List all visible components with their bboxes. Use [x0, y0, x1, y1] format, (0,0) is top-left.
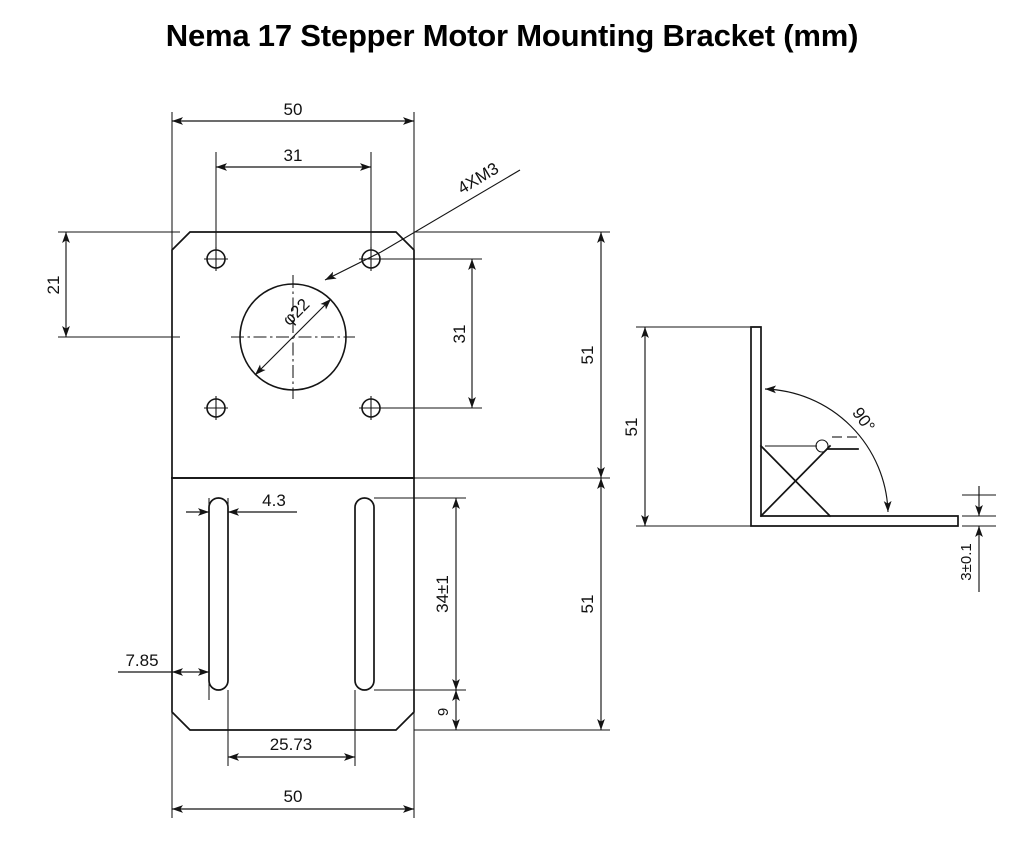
dimension-side-leg-height: 51: [622, 326, 755, 527]
dimension-slot-edge-offset: 7.85: [118, 651, 210, 700]
dimension-label-bore-diameter: φ22: [279, 295, 314, 330]
dimension-upper-plate-height: 51: [414, 231, 610, 479]
dimension-label-lower-plate-height: 51: [578, 595, 597, 614]
dimension-label-overall-width-bottom: 50: [284, 787, 303, 806]
dimension-hole-pattern-width: 31: [215, 146, 372, 250]
side-view-outline: [750, 326, 959, 527]
dimension-lower-plate-height: 51: [414, 478, 610, 731]
page-title: Nema 17 Stepper Motor Mounting Bracket (…: [165, 18, 859, 53]
slot-right: [354, 497, 375, 691]
side-view-gusset-marks: [759, 444, 832, 518]
dimension-top-edge-to-center: 21: [44, 231, 180, 338]
dimension-label-material-thickness: 3±0.1: [958, 543, 975, 580]
angle-vertex-symbol: [765, 436, 859, 453]
dimension-label-hole-pattern-width: 31: [284, 146, 303, 165]
callout-thread-4xm3: 4XM3: [324, 159, 521, 281]
dimension-label-top-edge-to-center: 21: [44, 276, 63, 295]
dimension-label-bend-angle: 90°: [848, 404, 878, 436]
dimension-overall-width-bottom: 50: [171, 712, 415, 818]
dimension-label-slot-width: 4.3: [262, 491, 286, 510]
dimension-slot-length: 34±1: [374, 497, 466, 691]
dimension-label-side-leg-height: 51: [622, 418, 641, 437]
mounting-hole-top-left: [204, 247, 228, 271]
dimension-label-hole-pattern-height: 31: [450, 325, 469, 344]
mounting-hole-bottom-left: [204, 396, 228, 420]
dimension-label-slot-bottom-offset: 9: [435, 708, 452, 716]
dimension-slot-spacing: 25.73: [227, 690, 356, 766]
dimension-label-overall-width-top: 50: [284, 100, 303, 119]
dimension-hole-pattern-height: 31: [371, 258, 482, 409]
dimension-label-slot-spacing: 25.73: [270, 735, 313, 754]
callout-label-thread-4xm3: 4XM3: [454, 159, 502, 198]
dimension-slot-bottom-offset: 9: [435, 690, 460, 730]
dimension-slot-width: 4.3: [186, 491, 297, 520]
dimension-overall-width-top: 50: [171, 100, 415, 250]
slot-left: [208, 497, 229, 691]
dimension-bore-diameter: φ22: [254, 295, 332, 376]
dimension-material-thickness: 3±0.1: [958, 486, 996, 592]
dimension-label-upper-plate-height: 51: [578, 346, 597, 365]
dimension-label-slot-length: 34±1: [433, 575, 452, 613]
dimension-label-slot-edge-offset: 7.85: [125, 651, 158, 670]
